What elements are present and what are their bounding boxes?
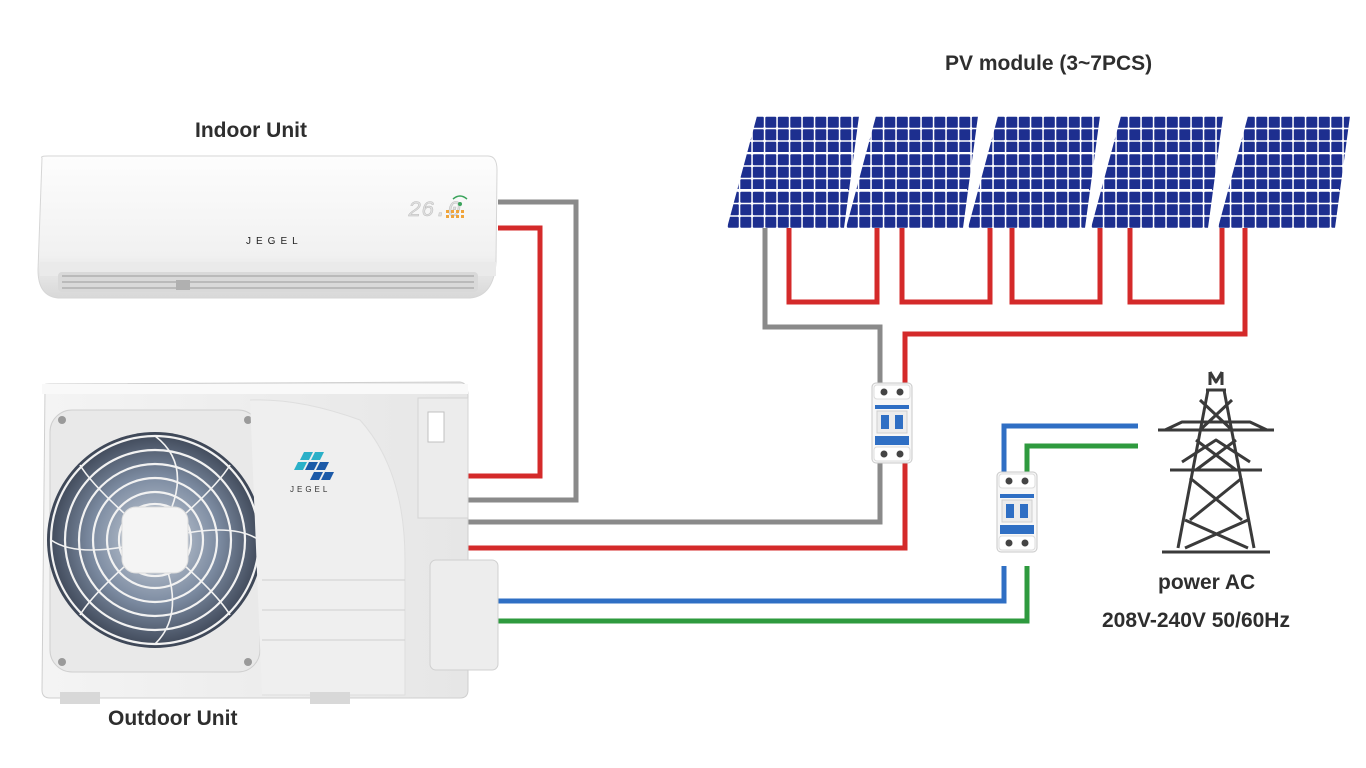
indoor-unit-label: Indoor Unit bbox=[195, 119, 307, 142]
power-tower-icon bbox=[1158, 371, 1274, 554]
wifi-icon bbox=[452, 195, 468, 206]
pv-array bbox=[726, 115, 1351, 229]
outdoor-unit: JEGEL bbox=[41, 381, 499, 704]
wire-red-pv-4 bbox=[1127, 228, 1225, 305]
wire-green-to-outdoor bbox=[495, 566, 1030, 624]
pv-module-label: PV module (3~7PCS) bbox=[945, 52, 1153, 75]
solar-panel-icon bbox=[1217, 115, 1351, 229]
indoor-logo: JEGEL bbox=[246, 236, 303, 247]
outdoor-unit-label: Outdoor Unit bbox=[108, 707, 238, 730]
wire-gray-to-outdoor bbox=[465, 460, 883, 525]
circuit-breaker-icon bbox=[871, 382, 913, 464]
brand-logo: JEGEL bbox=[290, 452, 334, 494]
circuit-breaker-icon bbox=[996, 471, 1038, 553]
wire-gray-pv bbox=[762, 228, 883, 385]
wire-green-grid bbox=[1024, 443, 1138, 472]
wire-blue-grid bbox=[1001, 423, 1138, 472]
wire-red-pv-2 bbox=[899, 228, 993, 305]
solar-panel-icon bbox=[845, 115, 979, 229]
indoor-unit: 26.0 JEGEL bbox=[37, 155, 498, 299]
wire-red-pv-main bbox=[902, 228, 1248, 385]
power-ac-label: power AC bbox=[1158, 571, 1256, 594]
wire-blue-to-outdoor bbox=[495, 566, 1007, 604]
solar-panel-icon bbox=[726, 115, 860, 229]
display-dots bbox=[446, 210, 464, 218]
solar-panel-icon bbox=[1090, 115, 1224, 229]
wire-red-to-outdoor bbox=[465, 460, 908, 551]
solar-panel-icon bbox=[967, 115, 1101, 229]
wire-red-pv-3 bbox=[1009, 228, 1103, 305]
outdoor-logo: JEGEL bbox=[290, 485, 330, 494]
ac-spec-label: 208V-240V 50/60Hz bbox=[1102, 609, 1290, 632]
wire-gray-indoor bbox=[465, 199, 579, 503]
wire-red-indoor bbox=[465, 225, 543, 479]
wire-red-pv-1 bbox=[786, 228, 880, 305]
fan-grille-icon bbox=[47, 432, 263, 648]
